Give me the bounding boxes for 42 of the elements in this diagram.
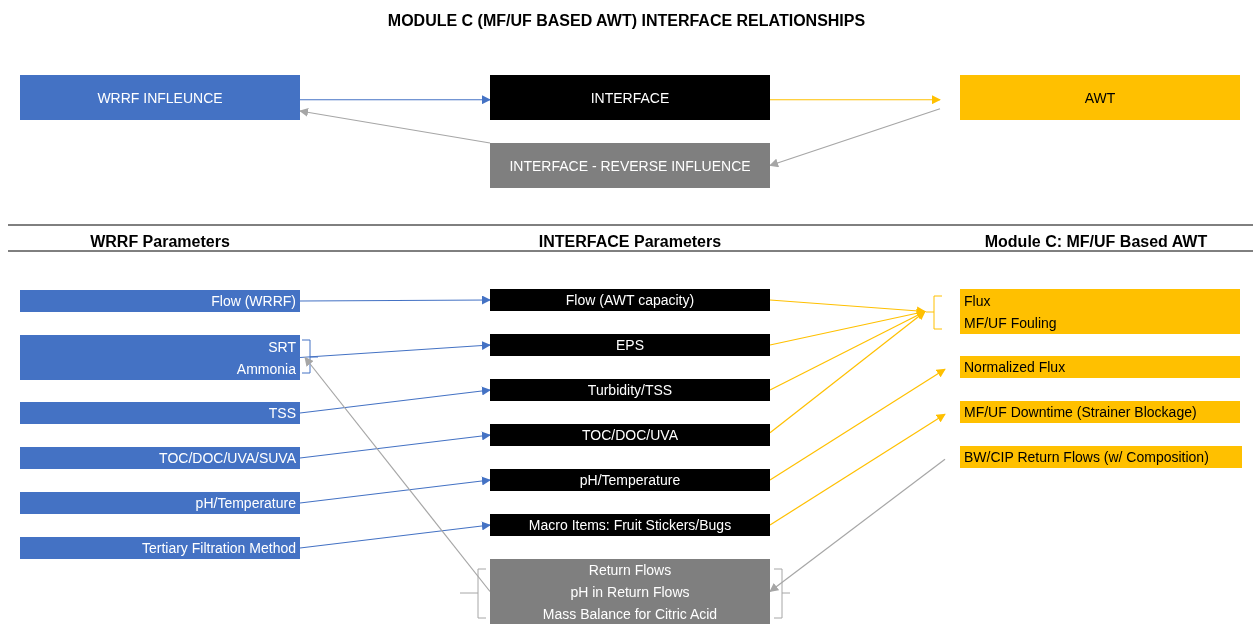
arrow: [769, 308, 926, 346]
arrow: [299, 95, 491, 105]
arrow: [769, 413, 946, 526]
parameter-box: Flow (WRRF): [20, 290, 300, 312]
parameter-box: Flux MF/UF Fouling: [960, 289, 1240, 334]
arrow: [299, 476, 491, 504]
arrow: [769, 458, 946, 593]
arrow: [769, 108, 941, 168]
arrow: [769, 310, 926, 391]
arrow: [299, 107, 491, 144]
parameter-box: Tertiary Filtration Method: [20, 537, 300, 559]
arrow: [299, 295, 491, 305]
parameter-box: MF/UF Downtime (Strainer Blockage): [960, 401, 1240, 423]
parameter-box: INTERFACE: [490, 75, 770, 120]
parameter-box: pH/Temperature: [490, 469, 770, 491]
parameter-box: WRRF INFLEUNCE: [20, 75, 300, 120]
parameter-box: SRT Ammonia: [20, 335, 300, 380]
arrow: [299, 341, 491, 359]
column-heading: Module C: MF/UF Based AWT: [983, 232, 1209, 252]
arrow: [299, 521, 491, 549]
arrow: [304, 356, 491, 593]
parameter-box: Flow (AWT capacity): [490, 289, 770, 311]
arrow: [299, 431, 491, 459]
column-heading: INTERFACE Parameters: [537, 232, 723, 252]
arrow: [769, 95, 941, 105]
parameter-box: BW/CIP Return Flows (w/ Composition): [960, 446, 1242, 468]
arrow: [769, 310, 926, 434]
parameter-box: Normalized Flux: [960, 356, 1240, 378]
arrow: [769, 368, 946, 481]
parameter-box: TSS: [20, 402, 300, 424]
parameter-box: EPS: [490, 334, 770, 356]
parameter-box: Turbidity/TSS: [490, 379, 770, 401]
parameter-box: INTERFACE - REVERSE INFLUENCE: [490, 143, 770, 188]
diagram-title: MODULE C (MF/UF BASED AWT) INTERFACE RELATIONSHIPS: [386, 11, 867, 31]
parameter-box: Macro Items: Fruit Stickers/Bugs: [490, 514, 770, 536]
parameter-box: AWT: [960, 75, 1240, 120]
parameter-box: TOC/DOC/UVA/SUVA: [20, 447, 300, 469]
arrow: [299, 386, 491, 414]
parameter-box: Return Flows pH in Return Flows Mass Balance for Citric Acid: [490, 559, 770, 624]
column-heading: WRRF Parameters: [89, 232, 231, 252]
parameter-box: pH/Temperature: [20, 492, 300, 514]
parameter-box: TOC/DOC/UVA: [490, 424, 770, 446]
